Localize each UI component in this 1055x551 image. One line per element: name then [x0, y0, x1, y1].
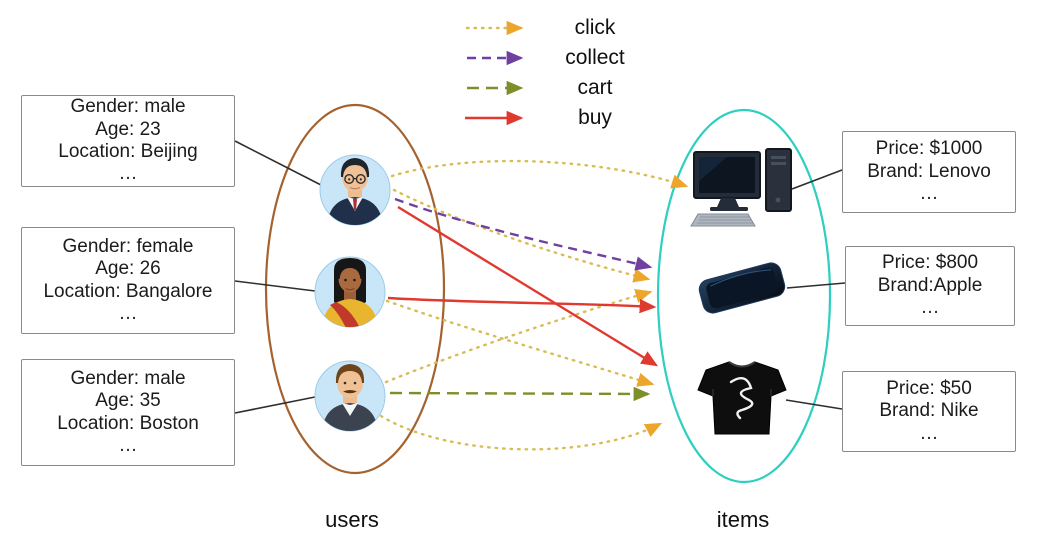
profile-line: Location: Beijing [58, 141, 198, 162]
edge-buy-user2-phone [387, 296, 657, 314]
item-line: Brand:Apple [877, 274, 983, 296]
connector-user2 [234, 280, 316, 292]
edge-buy-user1-tshirt [397, 205, 659, 367]
connector-item3 [785, 399, 843, 410]
edge-click-user3-phone [384, 289, 653, 384]
legend-label-collect: collect [565, 46, 625, 69]
item-line: … [919, 422, 939, 444]
connector-user1 [234, 140, 322, 186]
connector-user3 [234, 396, 316, 414]
legend-label-buy: buy [578, 106, 612, 129]
edge-cart-user3-tshirt [389, 386, 651, 402]
desktop-computer-icon [690, 148, 792, 227]
edge-collect-user1-phone [394, 197, 653, 271]
item-info-box-3: Price: $50 Brand: Nike … [842, 371, 1016, 452]
item-line: Price: $1000 [875, 138, 983, 160]
profile-line: Age: 35 [95, 390, 161, 412]
legend-label-cart: cart [577, 76, 613, 99]
items-ellipse [656, 108, 832, 484]
item-info-box-2: Price: $800 Brand:Apple … [845, 246, 1015, 326]
profile-line: Gender: female [62, 235, 194, 257]
smartphone-icon [698, 262, 786, 314]
connector-item1 [791, 169, 843, 190]
profile-line: Location: Bangalore [43, 280, 213, 302]
item-line: Price: $800 [881, 252, 979, 274]
item-line: Brand: Lenovo [867, 160, 991, 182]
user-profile-box-1: Gender: male Age: 23 Location: Beijing … [21, 95, 235, 187]
profile-line: … [118, 163, 138, 185]
profile-line: Age: 23 [95, 118, 161, 140]
edge-click-user1-computer [390, 159, 689, 189]
profile-line: … [118, 302, 138, 324]
profile-line: Gender: male [70, 367, 186, 389]
woman-saree-avatar [314, 256, 386, 328]
item-line: … [919, 183, 939, 205]
users-ellipse [264, 103, 446, 475]
item-line: … [920, 297, 940, 319]
profile-line: Location: Boston [57, 412, 199, 434]
user-profile-box-2: Gender: female Age: 26 Location: Bangalo… [21, 227, 235, 334]
man-mustache-avatar [314, 360, 386, 432]
profile-line: Gender: male [70, 96, 186, 118]
mustache-icon [343, 390, 357, 394]
item-line: Price: $50 [886, 377, 972, 399]
items-group-label: items [716, 507, 770, 532]
profile-line: Age: 26 [95, 258, 161, 280]
man-glasses-avatar [319, 154, 391, 226]
tshirt-icon [697, 361, 787, 435]
edge-click-user3-tshirt [379, 414, 663, 451]
item-info-box-1: Price: $1000 Brand: Lenovo … [842, 131, 1016, 213]
connector-item2 [786, 282, 846, 289]
profile-line: … [118, 434, 138, 456]
legend-label-click: click [574, 16, 616, 39]
item-line: Brand: Nike [879, 400, 979, 422]
user-profile-box-3: Gender: male Age: 35 Location: Boston … [21, 359, 235, 466]
edge-click-user2-tshirt [385, 299, 655, 387]
edge-click-user1-phone [392, 188, 651, 283]
users-group-label: users [325, 507, 379, 532]
